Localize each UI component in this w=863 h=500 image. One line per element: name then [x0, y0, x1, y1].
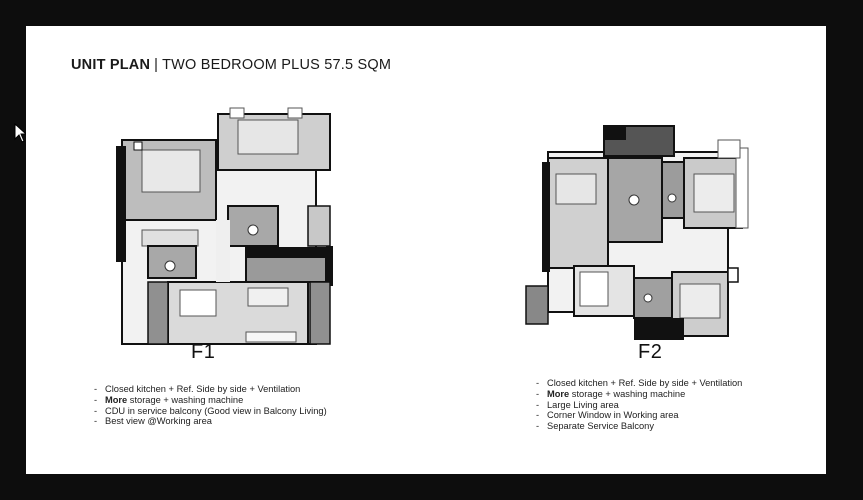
feature-item: More storage + washing machine	[536, 389, 742, 400]
plan-label-f1: F1	[191, 341, 216, 363]
title-separator: |	[154, 57, 159, 73]
feature-list-f2: Closed kitchen + Ref. Side by side + Ven…	[536, 378, 742, 432]
floor-plan-f1	[116, 107, 333, 345]
title-bold: UNIT PLAN	[71, 57, 151, 73]
mouse-pointer-icon	[14, 123, 28, 143]
plan-label-f2: F2	[638, 341, 663, 363]
feature-item: Best view @Working area	[94, 416, 327, 427]
feature-item: Separate Service Balcony	[536, 421, 742, 432]
feature-item: More storage + washing machine	[94, 395, 327, 406]
feature-item: Closed kitchen + Ref. Side by side + Ven…	[94, 384, 327, 395]
feature-item: CDU in service balcony (Good view in Bal…	[94, 406, 327, 417]
feature-item: Large Living area	[536, 400, 742, 411]
floor-plan-f2	[525, 125, 749, 340]
feature-item: Closed kitchen + Ref. Side by side + Ven…	[536, 378, 742, 389]
title-rest: TWO BEDROOM PLUS 57.5 SQM	[162, 57, 392, 73]
feature-list-f1: Closed kitchen + Ref. Side by side + Ven…	[94, 384, 327, 427]
slide: UNIT PLAN|TWO BEDROOM PLUS 57.5 SQM	[26, 26, 826, 474]
feature-item: Corner Window in Working area	[536, 410, 742, 421]
page-title: UNIT PLAN|TWO BEDROOM PLUS 57.5 SQM	[71, 57, 391, 73]
